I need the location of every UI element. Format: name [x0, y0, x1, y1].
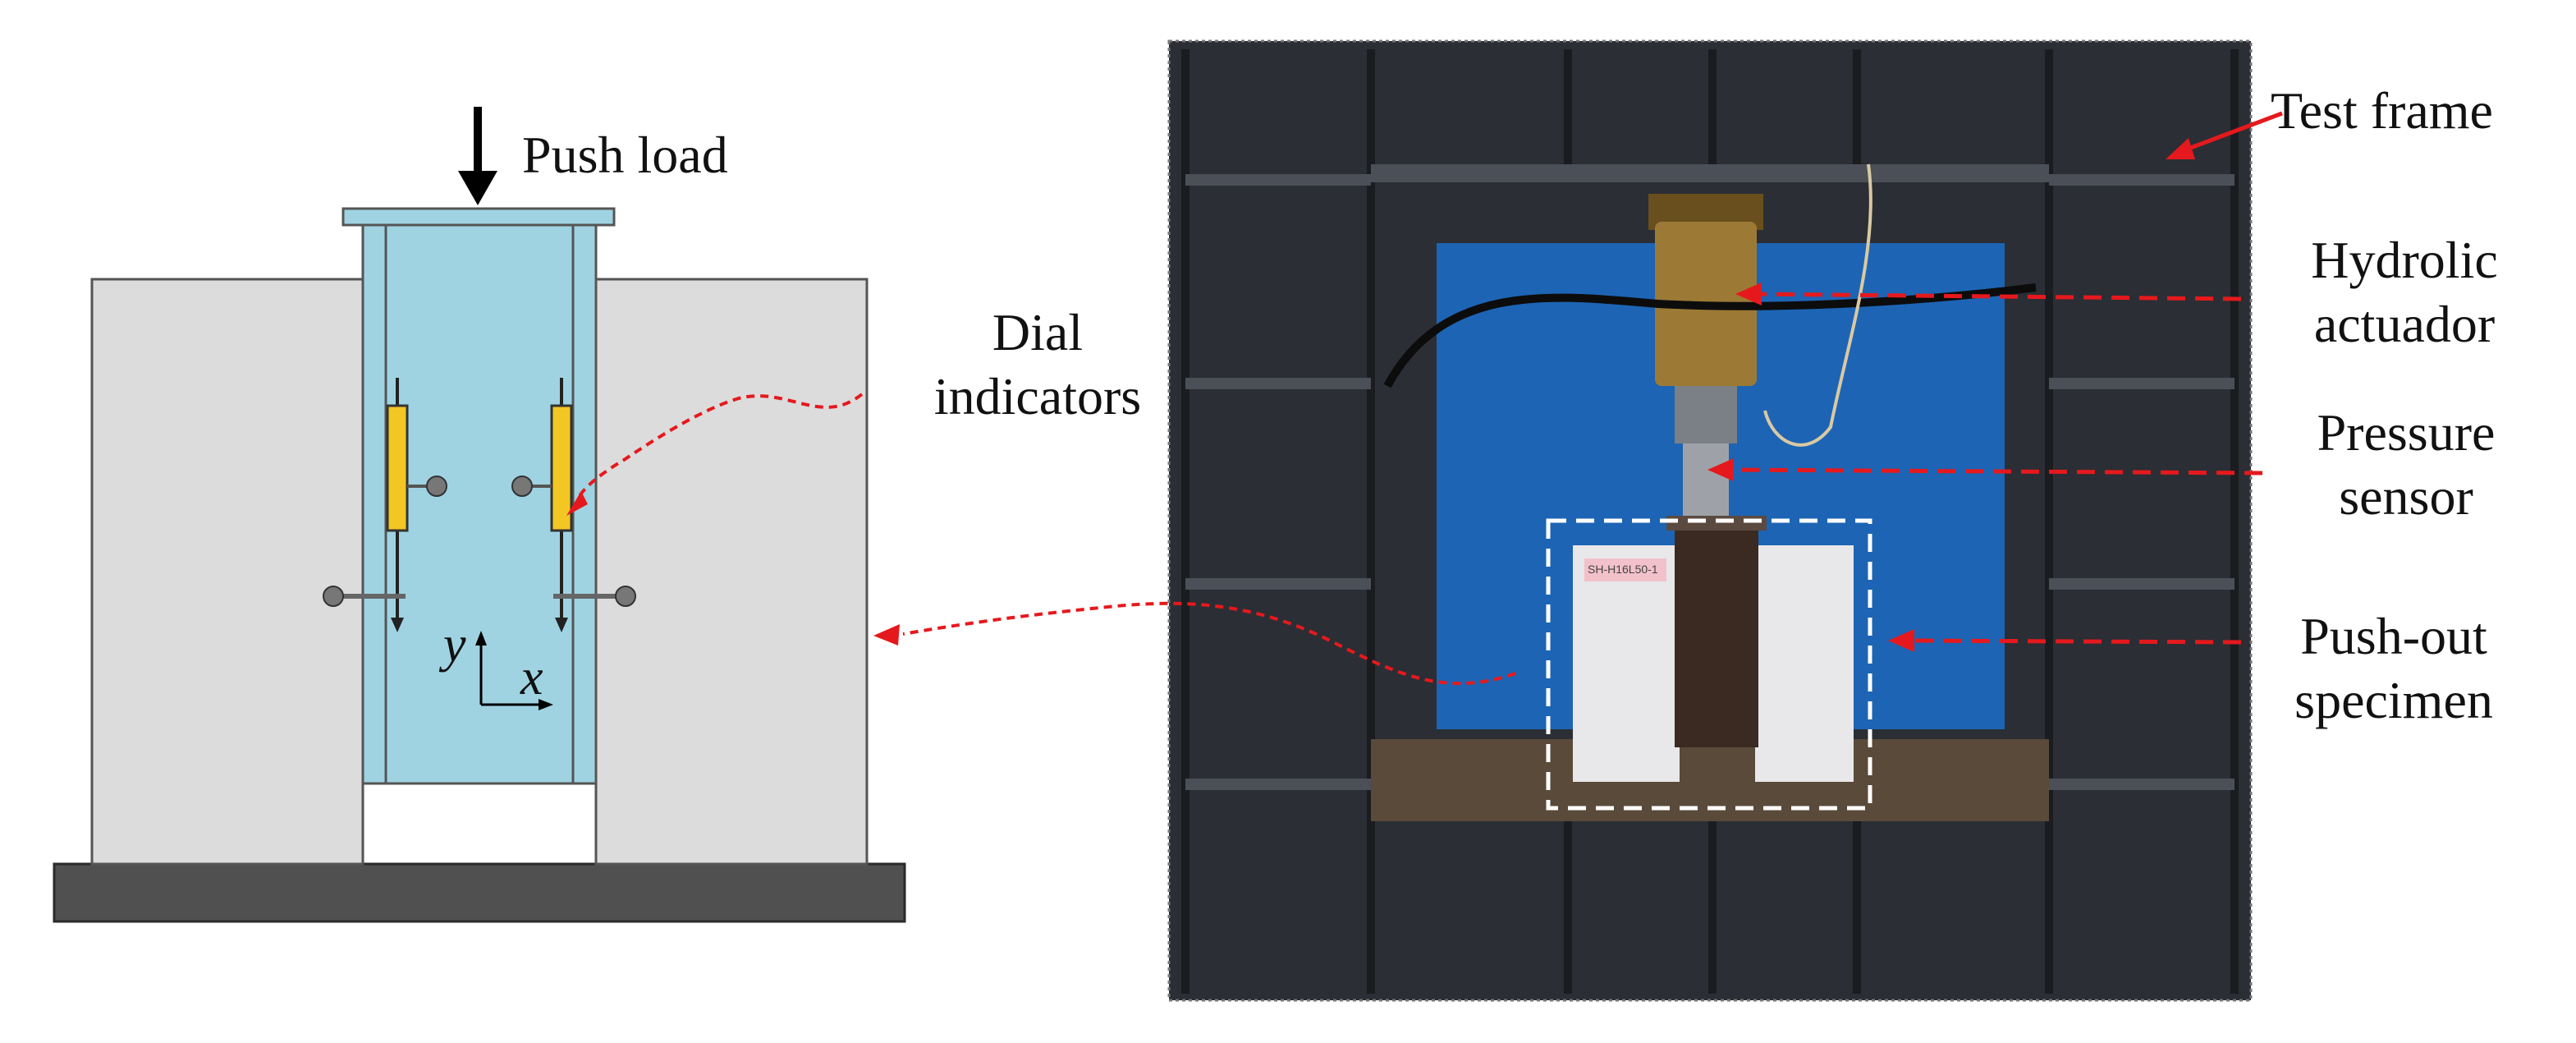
pushout-specimen: [1573, 516, 1854, 782]
dial-indicator-right: [511, 378, 636, 632]
concrete-block-left: [90, 278, 364, 866]
schematic-diagram: [53, 107, 906, 923]
pushout-line2: specimen: [2294, 671, 2493, 729]
cables: [1383, 283, 2037, 388]
dial-label-line2: indicators: [933, 367, 1142, 425]
test-frame: [1181, 49, 2239, 994]
base-plate: [53, 862, 906, 923]
loading-plate: [341, 207, 616, 227]
axis-x-label: x: [520, 650, 543, 705]
callout-arrowheads: [1707, 138, 2195, 652]
pressure-line1: Pressure: [2317, 403, 2496, 462]
specimen-link-curve: [902, 601, 1516, 686]
dial-callout-curve: [577, 393, 864, 499]
push-load-label: Push load: [522, 126, 728, 184]
push-load-arrow: [458, 107, 497, 205]
shelf-lines: [1185, 164, 2235, 790]
photo-border: [1167, 39, 2253, 1002]
test-platform: [1371, 739, 2049, 821]
callout-pressure-sensor: Pressure sensor: [2276, 401, 2537, 529]
callout-test-frame: Test frame: [2271, 81, 2493, 140]
blue-backdrop: [1437, 243, 2005, 729]
hydraulic-line1: Hydrolic: [2311, 231, 2498, 289]
pushout-line1: Push-out: [2300, 607, 2487, 665]
axis-y-label: y: [443, 617, 466, 673]
concrete-block-right: [594, 278, 869, 866]
dial-indicator-left: [323, 378, 447, 632]
dial-callout-arrowhead: [566, 491, 588, 516]
specimen-tag: SH-H16L50-1: [1588, 563, 1658, 576]
callout-arrows: [1725, 111, 2283, 645]
coordinate-axes: [475, 631, 553, 710]
specimen-link-arrowhead: [873, 624, 900, 646]
dial-indicators-label: Dial indicators: [923, 301, 1153, 429]
callout-pushout-specimen: Push-out specimen: [2256, 604, 2532, 733]
pressure-line2: sensor: [2339, 467, 2473, 526]
callout-hydraulic-actuator: Hydrolic actuador: [2274, 228, 2535, 356]
hydraulic-actuator: [1648, 194, 1763, 517]
dial-label-line1: Dial: [992, 303, 1084, 361]
hydraulic-line2: actuador: [2313, 295, 2496, 353]
